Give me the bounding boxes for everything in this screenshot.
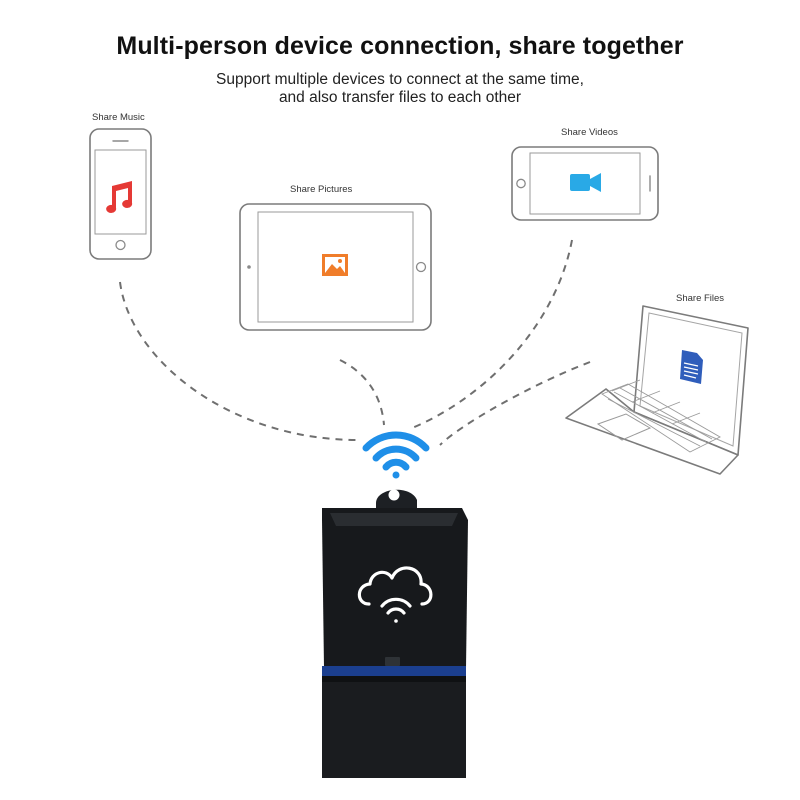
connection-line-pictures [339, 359, 385, 426]
video-camera-icon [570, 173, 601, 192]
card-reader-device [322, 489, 468, 778]
cloud-wifi-icon [357, 566, 433, 623]
subtitle-line-2: and also transfer files to each other [278, 89, 522, 106]
wifi-icon [362, 431, 430, 479]
caption-share-files: Share Files [676, 293, 725, 304]
smartphone-icon [89, 128, 152, 260]
caption-share-music: Share Music [92, 112, 145, 123]
picture-icon [322, 254, 348, 276]
connection-lines [119, 239, 591, 446]
connection-line-music [119, 281, 359, 441]
caption-share-pictures: Share Pictures [290, 184, 353, 195]
document-icon [680, 350, 703, 384]
headline: Multi-person device connection, share to… [116, 32, 684, 60]
caption-share-videos: Share Videos [561, 127, 618, 138]
laptop-icon [565, 305, 749, 475]
music-note-icon [106, 181, 133, 213]
connection-line-files [439, 361, 591, 446]
connection-line-videos [411, 239, 573, 429]
subtitle-line-1: Support multiple devices to connect at t… [216, 71, 584, 88]
